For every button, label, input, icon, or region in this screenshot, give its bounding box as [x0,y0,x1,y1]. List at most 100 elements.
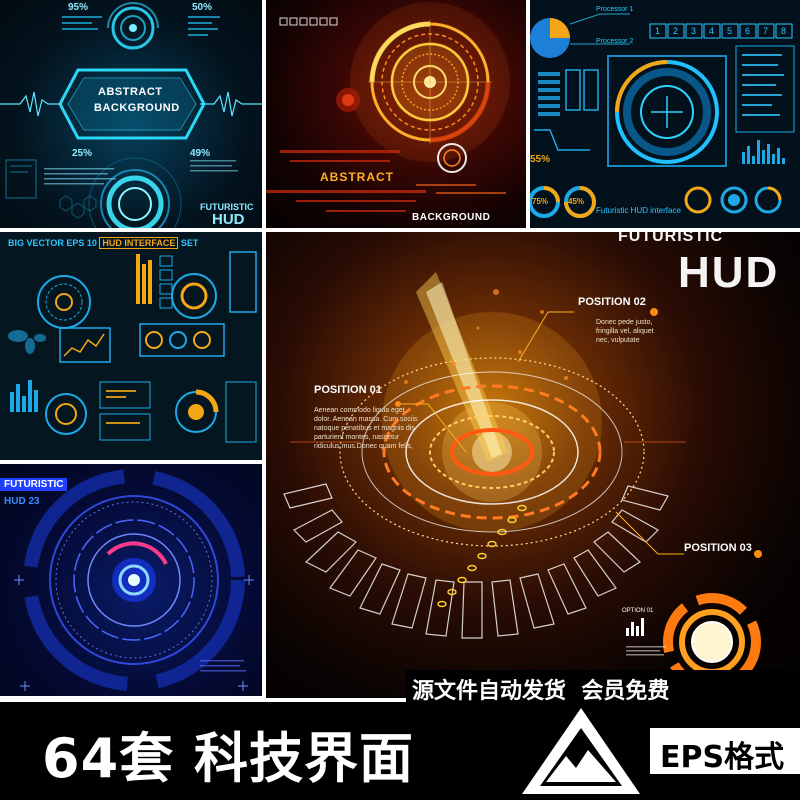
bottom-bars [10,380,38,412]
panel-futuristic-hud-23: FUTURISTIC HUD 23 [0,464,262,696]
text-lines [44,168,116,185]
chain [437,504,527,608]
notice-text: 源文件自动发货 会员免费 [412,679,670,704]
eps-format-label: EPS格式 [660,740,785,775]
background-label: BACKGROUND [412,212,491,223]
collection-title: 64套 科技界面 [42,727,414,790]
hex-grid [59,195,97,219]
position-03-label: POSITION 03 [684,542,752,554]
red-stripes [266,150,426,212]
position-02-label: POSITION 02 [578,296,646,308]
segmented-ring [73,519,195,641]
option-01-label: OPTION 01 [622,608,654,614]
digit-2: 2 [673,26,679,36]
notice-bar: 源文件自动发货 会员免费 [406,670,800,704]
hud-set-heading: BIG VECTOR EPS 10 HUD INTERFACE SET [8,237,199,249]
position-01-line-4: parturient montes, nascetur [314,434,400,441]
position-01-line-5: ridiculus mus.Donec quam felis, [314,443,413,450]
position-02-line-1: Donec pede justo, [596,319,653,326]
hud-23-label: HUD 23 [4,496,40,507]
outer-arcs [23,469,245,691]
option-bar-chart [626,618,644,636]
abstract-label: ABSTRACT [320,170,394,184]
percent-bottom-2: 45% [568,197,585,206]
bottom-dials [45,389,219,435]
digit-boxes [649,23,793,39]
processor-2-label: Processor 2 [596,38,634,45]
elliptical-rings [339,357,645,547]
top-left-bars [62,16,102,30]
futuristic-hud-interface-caption: Futuristic HUD interface [596,206,681,215]
left-side-panel [5,159,37,199]
percent-top-right: 50% [192,2,213,13]
percent-bottom-left: 25% [72,148,93,159]
digit-6: 6 [745,26,751,36]
panel-abstract-red-hud: ABSTRACT BACKGROUND [266,0,526,228]
panel-abstract-background-hud: 95% 50% ABSTRACT BACKGROUND 25% 49% FUTU… [0,0,262,228]
callout-lines [396,311,684,555]
position-01-line-2: dolor. Aenean massa. Cum sociis [314,416,418,423]
heading-prefix: BIG VECTOR EPS 10 [8,238,97,248]
digit-7: 7 [763,26,769,36]
digit-4: 4 [709,26,715,36]
processor-1-label: Processor 1 [596,6,634,13]
digit-8: 8 [781,26,787,36]
panel-5-graphics [14,469,254,691]
digit-3: 3 [691,26,697,36]
futuristic-heading: FUTURISTIC [618,232,724,245]
bottom-disc [88,157,182,228]
hud-title-line2: BACKGROUND [94,102,180,114]
left-bars [538,72,560,116]
hexagon-frame [58,68,206,140]
pink-arc [106,541,168,565]
mountain-logo-icon [522,708,640,794]
waveform [0,91,262,117]
panel-futuristic-hud-interface: Processor 1 Processor 2 1 2 3 4 5 6 7 8 … [530,0,800,228]
bottom-banner: 64套 科技界面 EPS格式 [0,702,800,800]
square-row [279,17,338,26]
crosshair-marks [14,575,254,691]
percent-left: 55% [530,154,551,165]
panel-1-graphics [0,2,262,228]
eps-format-badge [650,728,800,774]
position-02-line-3: nec, vulputate [596,337,640,344]
central-ring [607,55,727,167]
world-map [8,330,46,354]
orange-gauge [663,593,761,691]
top-right-bars [188,16,220,36]
futuristic-label: FUTURISTIC [0,478,68,491]
panel-2-graphics [266,2,510,212]
panel-hud-interface-set: BIG VECTOR EPS 10 HUD INTERFACE SET [0,232,262,460]
digit-5: 5 [727,26,733,36]
hud-caption: HUD [212,211,245,228]
panel-6-graphics [283,272,762,691]
top-ring-widget [107,2,159,50]
heading-highlight: HUD INTERFACE [99,237,179,249]
position-02-text: Donec pede justo, fringilla vel, aliquet… [596,318,654,345]
digit-1: 1 [655,26,661,36]
percent-bottom-1: 75% [532,197,549,206]
position-01-line-3: natoque penatibus et magnis dis [314,425,415,432]
futuristic-caption: FUTURISTIC [200,202,254,212]
particles [404,289,568,384]
percent-top-left: 95% [68,2,89,13]
orange-rings [368,20,492,144]
heading-suffix: SET [180,238,199,248]
position-01-text: Aenean commodo ligula eget dolor. Aenean… [314,406,418,451]
hud-title-line1: ABSTRACT [98,86,163,98]
hud-heading: HUD [678,248,780,297]
position-01-line-1: Aenean commodo ligula eget [314,407,405,414]
orange-bars [136,254,152,304]
right-bar-chart [742,140,785,164]
panel-3-graphics [530,13,795,218]
dial-top-left [37,275,91,329]
grid-boxes [159,255,173,309]
bottom-gauges [530,186,782,218]
position-01-label: POSITION 01 [314,384,382,396]
percent-bottom-right: 49% [190,148,211,159]
right-list-panel [735,45,795,133]
center-panels [59,251,257,363]
panel-4-graphics [8,251,257,443]
dial-top-right [171,273,217,319]
pie-chart [530,18,570,58]
